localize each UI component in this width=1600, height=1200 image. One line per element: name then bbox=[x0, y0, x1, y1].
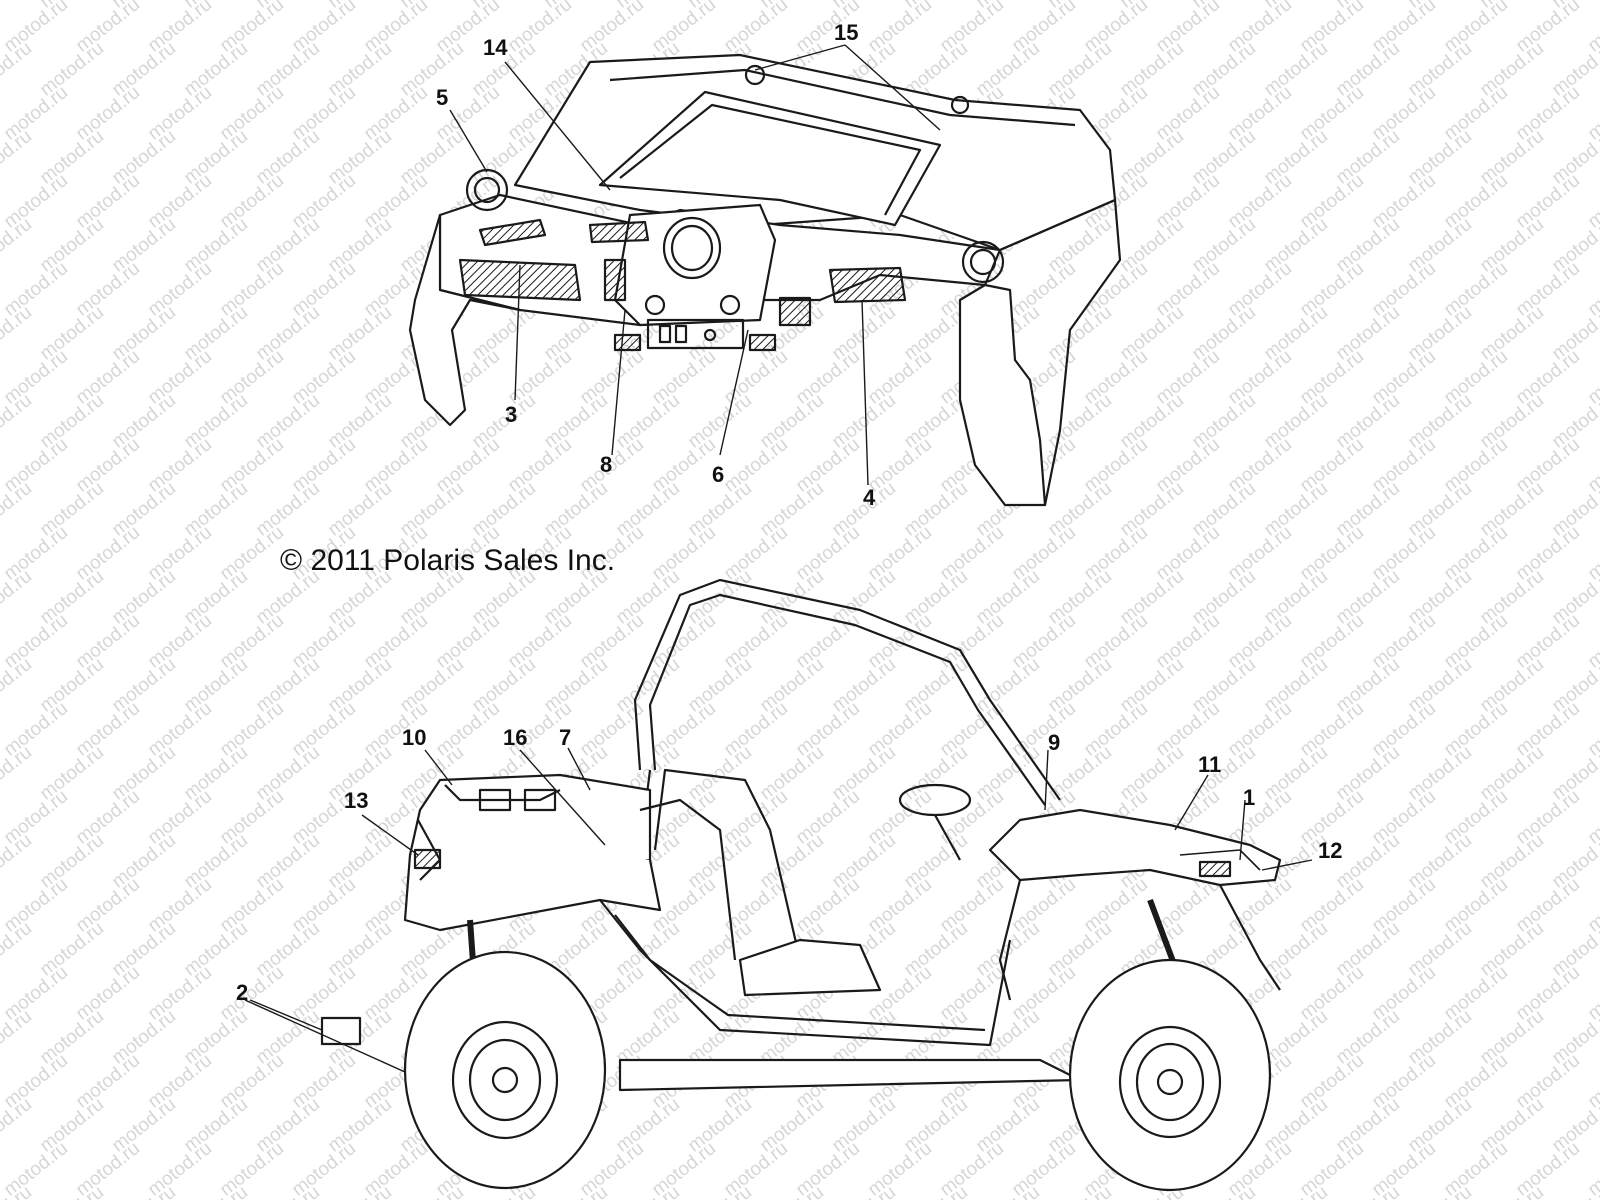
callout-16: 16 bbox=[503, 725, 527, 750]
callout-labels: 1 2 3 4 5 6 7 8 9 10 11 12 13 14 15 16 bbox=[236, 20, 1342, 1005]
callout-8: 8 bbox=[600, 452, 612, 477]
leader-lines-top bbox=[449, 44, 941, 486]
callout-9: 9 bbox=[1048, 730, 1060, 755]
callout-2: 2 bbox=[236, 980, 248, 1005]
callout-13: 13 bbox=[344, 788, 368, 813]
callout-15: 15 bbox=[834, 20, 858, 45]
callout-11: 11 bbox=[1198, 752, 1221, 777]
copyright-notice: © 2011 Polaris Sales Inc. bbox=[280, 544, 616, 577]
callout-4: 4 bbox=[863, 485, 876, 510]
callout-10: 10 bbox=[402, 725, 426, 750]
callout-5: 5 bbox=[436, 85, 448, 110]
callout-3: 3 bbox=[505, 402, 517, 427]
callout-14: 14 bbox=[483, 35, 508, 60]
callout-7: 7 bbox=[559, 725, 571, 750]
leader-lines-bottom bbox=[244, 747, 1313, 1073]
vehicle-side-view bbox=[320, 578, 1282, 1192]
dashboard-assembly bbox=[408, 53, 1122, 507]
callout-12: 12 bbox=[1318, 838, 1342, 863]
callout-6: 6 bbox=[712, 462, 724, 487]
callout-1: 1 bbox=[1243, 785, 1255, 810]
